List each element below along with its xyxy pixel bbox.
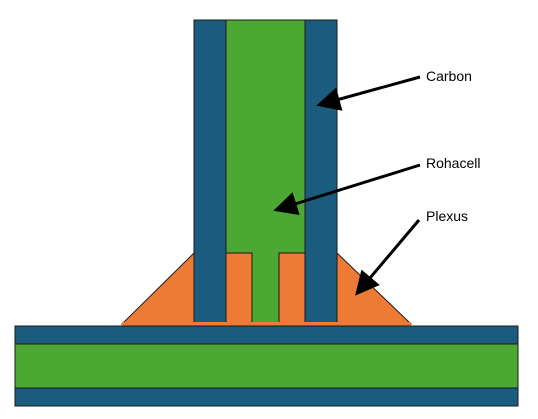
carbon-panel-top-skin xyxy=(14,325,519,345)
carbon-web-right-skin xyxy=(304,19,338,325)
rohacell-arrow xyxy=(273,163,421,216)
plexus-insert-left xyxy=(225,252,253,325)
plexus-label: Plexus xyxy=(426,208,468,224)
plexus-insert-right xyxy=(278,252,306,325)
plexus-fillet-left xyxy=(120,251,195,325)
carbon-arrow xyxy=(316,75,421,111)
carbon-panel-bottom-skin xyxy=(14,387,519,407)
rohacell-label: Rohacell xyxy=(426,155,480,171)
carbon-web-left-skin xyxy=(193,19,227,325)
carbon-label: Carbon xyxy=(426,68,472,84)
plexus-bond-line xyxy=(122,322,411,326)
rohacell-panel-core xyxy=(14,343,519,389)
plexus-arrow xyxy=(355,219,421,296)
plexus-fillet-right xyxy=(336,251,413,325)
